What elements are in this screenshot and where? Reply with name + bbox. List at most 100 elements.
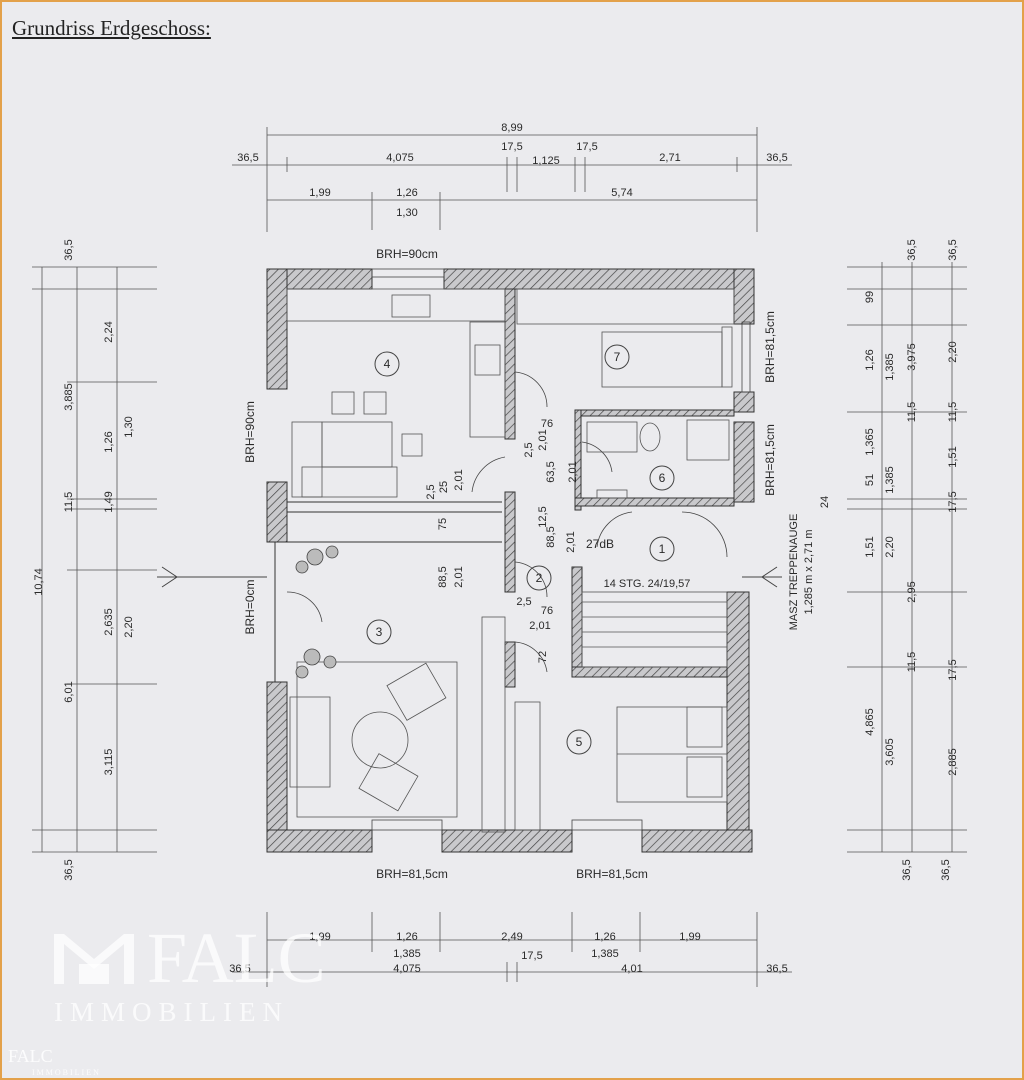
- dim-right-c-0: 3,975: [906, 343, 918, 371]
- brh-bottom-right: BRH=81,5cm: [576, 867, 648, 881]
- dim-right-a-0: 99: [864, 291, 876, 303]
- door-label-12: 88,5: [437, 566, 449, 587]
- left-dimensions: [32, 266, 157, 853]
- dim-left-a-2: 11,5: [63, 492, 75, 513]
- dim-left-b-3: 2,635: [103, 608, 115, 636]
- dim-left-b-1: 1,26: [103, 431, 115, 452]
- dim-right-b-3: 2,20: [884, 536, 896, 557]
- stair-masz-label: MASZ TREPPENAUGE: [788, 514, 800, 631]
- door-label-17: 72: [537, 651, 549, 663]
- living-furniture: [289, 591, 728, 833]
- dim-bottom-r1-1: 1,26: [396, 931, 417, 943]
- dim-bottom-r1-4: 1,99: [679, 931, 700, 943]
- dim-left-a-0: 36,5: [63, 239, 75, 260]
- door-label-9: 88,5: [545, 526, 557, 547]
- dim-top-r2-2: 17,5: [501, 141, 522, 153]
- room-6-label: 6: [659, 471, 666, 485]
- dim-right-d-1: 2,20: [947, 341, 959, 362]
- door-label-7: 2,01: [567, 461, 579, 482]
- room-7-label: 7: [614, 350, 621, 364]
- bottom-dimensions: [232, 912, 792, 987]
- dim-right-b-0: 36,5: [906, 239, 918, 260]
- section-markers: [157, 566, 782, 588]
- dim-right-d-2: 11,5: [947, 402, 959, 423]
- brh-right-lower: BRH=81,5cm: [763, 424, 777, 496]
- stair-masz-value: 1,285 m x 2,71 m: [803, 530, 815, 615]
- watermark-sub: IMMOBILIEN: [54, 997, 289, 1027]
- dim-right-d-6: 2,885: [947, 748, 959, 776]
- door-label-10: 2,01: [565, 531, 577, 552]
- door-label-1: 2,01: [537, 429, 549, 450]
- dim-right-d-5: 17,5: [947, 659, 959, 680]
- brh-left-upper: BRH=90cm: [243, 401, 257, 463]
- dim-bottom-r1-3: 1,26: [594, 931, 615, 943]
- page-title: Grundriss Erdgeschoss:: [12, 16, 211, 40]
- brh-top: BRH=90cm: [376, 247, 438, 261]
- dim-right-c-1: 11,5: [906, 402, 918, 423]
- dim-top-r3-3: 5,74: [611, 187, 632, 199]
- dim-left-c-0: 1,30: [123, 416, 135, 437]
- dim-top-r2-0: 36,5: [237, 152, 258, 164]
- right-dimensions: [847, 262, 967, 853]
- dim-left-b-4: 3,115: [103, 749, 115, 776]
- dim-right-a-3: 51: [864, 474, 876, 486]
- bathroom-furniture: [516, 288, 735, 499]
- dim-left-total: 10,74: [33, 568, 45, 596]
- room-1-label: 1: [659, 542, 666, 556]
- dim-left-a-4: 36,5: [63, 859, 75, 880]
- dim-bottom-r2-0: 1,385: [393, 948, 421, 960]
- dim-right-a-4: 1,51: [864, 536, 876, 557]
- dim-right-d-4: 17,5: [947, 491, 959, 512]
- door-label-0: 76: [541, 418, 553, 430]
- door-label-13: 2,01: [453, 566, 465, 587]
- dim-left-b-0: 2,24: [103, 321, 115, 342]
- dim-top-r2-5: 2,71: [659, 152, 680, 164]
- watermark-small-sub: IMMOBILIEN: [32, 1068, 101, 1077]
- dim-top-r3-1: 1,26: [396, 187, 417, 199]
- wall-outlines: [274, 501, 502, 682]
- dim-left-a-3: 6,01: [63, 681, 75, 702]
- dim-right-a-5: 4,865: [864, 708, 876, 736]
- dim-bottom-r2-1: 1,385: [591, 948, 619, 960]
- door-label-14: 2,5: [516, 596, 531, 608]
- dim-bottom-r1-2: 2,49: [501, 931, 522, 943]
- dim-top-r3-0: 1,99: [309, 187, 330, 199]
- dim-left-b-2: 1,49: [103, 491, 115, 512]
- dim-top-r2-1: 4,075: [386, 152, 414, 164]
- dim-bottom-r3-3: 4,01: [621, 963, 642, 975]
- dim-total-width: 8,99: [501, 122, 522, 134]
- dim-right-b-4: 3,605: [884, 738, 896, 766]
- room-5-label: 5: [576, 735, 583, 749]
- dim-right-a-6: 36,5: [901, 859, 913, 880]
- dim-bottom-r3-4: 36,5: [766, 963, 787, 975]
- dim-left-c-1: 2,20: [123, 616, 135, 637]
- dim-top-r3-2: 1,30: [396, 207, 417, 219]
- stair-steps-label: 14 STG. 24/19,57: [604, 578, 691, 590]
- brh-bottom-left: BRH=81,5cm: [376, 867, 448, 881]
- plant-icon: [295, 545, 339, 679]
- dim-top-r2-6: 36,5: [766, 152, 787, 164]
- stair-masz-extra: 24: [819, 496, 831, 508]
- dim-left-a-1: 3,885: [63, 383, 75, 411]
- dim-bottom-r1-0: 1,99: [309, 931, 330, 943]
- door-dimension-labels: 76 2,01 2,5 2,5 2,01 25 63,5 2,01 12,5 8…: [425, 418, 614, 663]
- door-label-2: 2,5: [523, 442, 535, 457]
- dim-right-a-1: 1,26: [864, 349, 876, 370]
- door-swings: [286, 371, 728, 673]
- brh-right-upper: BRH=81,5cm: [763, 311, 777, 383]
- dim-bottom-r3-2: 17,5: [521, 950, 542, 962]
- brh-left-lower: BRH=0cm: [243, 579, 257, 634]
- kitchen-furniture: [286, 288, 506, 498]
- door-label-8: 12,5: [537, 506, 549, 527]
- door-label-3: 2,5: [425, 484, 437, 499]
- dim-bottom-r3-0: 36,5: [229, 963, 250, 975]
- door-label-18: 27dB: [586, 537, 614, 551]
- exterior-walls: [266, 268, 755, 853]
- dim-top-r2-4: 17,5: [576, 141, 597, 153]
- room-4-label: 4: [384, 357, 391, 371]
- door-label-4: 2,01: [453, 469, 465, 490]
- door-label-5: 25: [438, 481, 450, 493]
- windows: [371, 268, 751, 831]
